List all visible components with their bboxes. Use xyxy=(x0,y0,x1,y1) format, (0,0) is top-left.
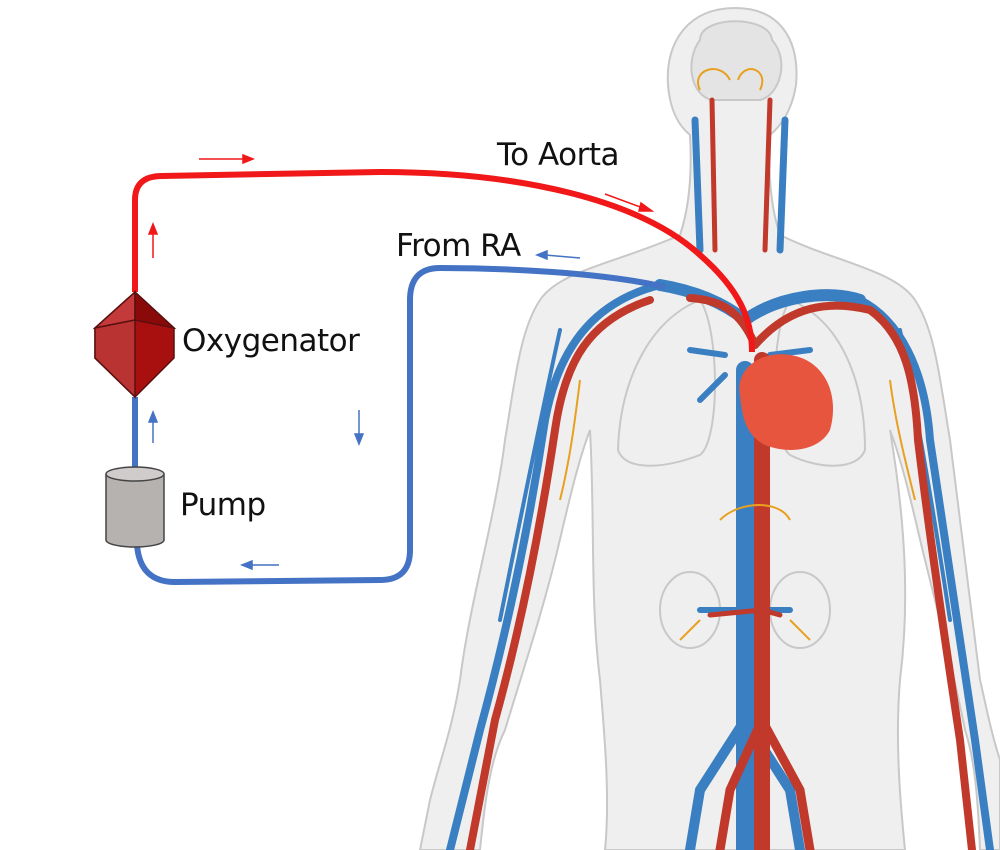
arrow-left-icon xyxy=(534,249,581,261)
arrow-down-icon xyxy=(353,410,365,447)
arrow-up-icon xyxy=(147,409,159,443)
arrow-up-icon xyxy=(147,221,159,258)
arrow-right-icon xyxy=(199,153,256,165)
arteries xyxy=(466,97,976,850)
brain xyxy=(690,20,783,101)
to-aorta-label: To Aorta xyxy=(497,137,620,173)
venous-drainage-tube xyxy=(134,264,666,586)
human-body-silhouette xyxy=(418,6,1000,850)
arrow-down-right-icon xyxy=(604,193,655,212)
heart xyxy=(739,354,834,450)
arterial-return-tube xyxy=(132,168,755,353)
pump-label: Pump xyxy=(180,487,266,523)
small-vessels xyxy=(559,68,916,641)
oxygenator-icon xyxy=(92,290,177,399)
from-ra-label: From RA xyxy=(396,228,521,264)
oxygenator-label: Oxygenator xyxy=(182,323,360,359)
left-lung xyxy=(616,298,716,467)
arrow-left-icon xyxy=(239,559,279,571)
pump-icon xyxy=(105,466,165,548)
flow-arrows xyxy=(147,153,655,571)
